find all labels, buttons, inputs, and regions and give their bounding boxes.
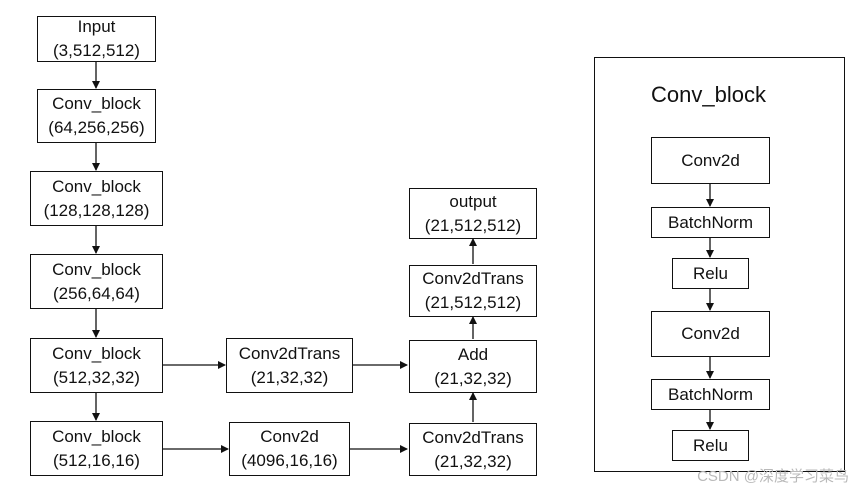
- node-shape: (21,32,32): [434, 368, 512, 388]
- node-shape: (21,512,512): [424, 293, 522, 312]
- conv2d-node-lower: Conv2d (4096,16,16): [229, 422, 350, 476]
- node-label: Conv_block: [52, 426, 141, 446]
- node-shape: (3,512,512): [53, 41, 140, 60]
- conv-block-node-3: Conv_block (256,64,64): [30, 254, 163, 309]
- node-shape: (21,512,512): [424, 215, 522, 235]
- watermark: CSDN @深度学习菜鸟: [697, 468, 849, 485]
- panel-batchnorm-1: BatchNorm: [651, 207, 770, 238]
- node-label: Conv_block: [52, 176, 141, 196]
- conv-block-panel-title: Conv_block: [651, 82, 766, 107]
- conv2dtrans-node-upper: Conv2dTrans (21,32,32): [226, 338, 353, 393]
- node-shape: (4096,16,16): [241, 451, 338, 470]
- node-shape: (512,32,32): [53, 367, 140, 387]
- panel-relu-1: Relu: [672, 258, 749, 289]
- panel-conv2d-2: Conv2d: [651, 311, 770, 357]
- node-shape: (21,32,32): [250, 367, 329, 387]
- node-label: Add: [457, 344, 489, 364]
- node-label: Conv2dTrans: [422, 427, 524, 447]
- conv-block-node-1: Conv_block (64,256,256): [37, 89, 156, 143]
- input-node: Input (3,512,512): [37, 16, 156, 62]
- panel-batchnorm-2: BatchNorm: [651, 379, 770, 410]
- node-shape: (512,16,16): [53, 450, 140, 470]
- node-label: Conv2dTrans: [422, 269, 524, 288]
- node-shape: (256,64,64): [53, 283, 140, 303]
- node-shape: (21,32,32): [434, 451, 512, 471]
- node-label: Conv_block: [52, 343, 141, 363]
- panel-conv2d-1: Conv2d: [651, 137, 770, 184]
- node-label: Conv_block: [52, 94, 141, 113]
- conv2dtrans-node-lower: Conv2dTrans (21,32,32): [409, 423, 537, 476]
- conv-block-node-5: Conv_block (512,16,16): [30, 421, 163, 476]
- layer-label: BatchNorm: [667, 212, 754, 232]
- layer-label: Conv2d: [681, 324, 740, 343]
- node-label: Input: [77, 17, 116, 36]
- layer-label: Relu: [693, 263, 728, 283]
- node-label: Conv2dTrans: [238, 343, 341, 363]
- layer-label: BatchNorm: [667, 384, 754, 404]
- conv-block-node-4: Conv_block (512,32,32): [30, 338, 163, 393]
- conv2dtrans-upsample-node: Conv2dTrans (21,512,512): [409, 265, 537, 317]
- node-label: Conv2d: [260, 427, 319, 446]
- node-label: output: [449, 191, 497, 211]
- layer-label: Conv2d: [681, 150, 740, 170]
- conv-block-node-2: Conv_block (128,128,128): [30, 171, 163, 226]
- add-node: Add (21,32,32): [409, 340, 537, 393]
- conv-block-panel: [594, 57, 845, 472]
- output-node: output (21,512,512): [409, 188, 537, 239]
- node-label: Conv_block: [52, 259, 141, 279]
- layer-label: Relu: [693, 435, 728, 455]
- node-shape: (64,256,256): [48, 118, 145, 137]
- node-shape: (128,128,128): [43, 200, 150, 220]
- panel-relu-2: Relu: [672, 430, 749, 461]
